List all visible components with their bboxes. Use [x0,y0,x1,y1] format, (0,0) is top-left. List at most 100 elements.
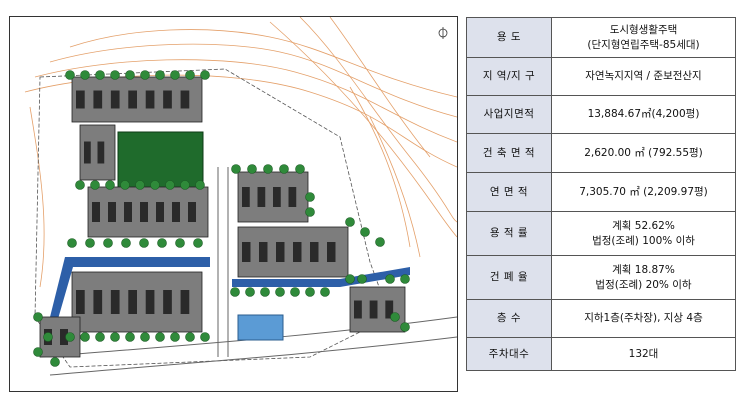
building-core [354,300,362,319]
spec-value: 132대 [551,337,736,371]
sports-field [117,131,204,193]
tree [110,70,120,80]
site-plan-svg [24,17,457,376]
tree [33,347,43,357]
tree [90,180,100,190]
tree [245,287,255,297]
tree [400,322,410,332]
building-core [242,187,250,207]
tree [157,238,167,248]
contour-line [349,86,411,248]
tree [180,180,190,190]
tree [385,274,395,284]
tree [125,332,135,342]
tree [295,164,305,174]
spec-row-parking: 주차대수 132대 [466,337,736,371]
spec-row-site-area: 사업지면적 13,884.67㎡(4,200평) [466,95,736,134]
spec-label: 주차대수 [466,337,552,371]
building-core [369,300,378,319]
tree [43,332,53,342]
building-core [76,90,85,109]
spec-row-floor-area-ratio: 용 적 률 계획 52.62% 법정(조례) 100% 이하 [466,211,736,256]
spec-value: 지하1층(주차장), 지상 4층 [551,299,736,338]
tree [65,332,75,342]
building-core [288,187,297,207]
tree [185,332,195,342]
swimming-pool [237,314,284,341]
road-edge [49,336,457,376]
tree [360,227,370,237]
spec-row-floors: 층 수 지하1층(주차장), 지상 4층 [466,299,736,338]
spec-label: 지 역/지 구 [466,57,552,96]
tree [279,164,289,174]
building-core [124,202,132,222]
spec-value: 7,305.70 ㎡ (2,209.97평) [551,172,736,212]
spec-value: 13,884.67㎡(4,200평) [551,95,736,134]
building-core [108,202,116,222]
spec-row-building-area: 건 축 면 적 2,620.00 ㎡ (792.55평) [466,133,736,173]
tree [95,332,105,342]
tree [170,332,180,342]
building-core [242,242,251,262]
contour-line [269,21,457,238]
spec-value: 계획 52.62% 법정(조례) 100% 이하 [551,211,736,256]
spec-label: 건 폐 율 [466,255,552,300]
building-core [273,187,281,207]
contour-line [369,116,421,258]
spec-row-gross-floor-area: 연 면 적 7,305.70 ㎡ (2,209.97평) [466,172,736,212]
tree [155,332,165,342]
spec-value: 2,620.00 ㎡ (792.55평) [551,133,736,173]
tree [345,274,355,284]
tree [139,238,149,248]
building-core [180,290,190,314]
tree [50,357,60,367]
tree [170,70,180,80]
building-core [140,202,148,222]
tree [110,332,120,342]
tree [80,70,90,80]
site-plan-drawing [9,16,458,392]
tree [125,70,135,80]
tree [320,287,330,297]
tree [85,238,95,248]
tree [33,312,43,322]
tree [375,237,385,247]
tree [121,238,131,248]
tree [231,164,241,174]
building-core [293,242,302,262]
tree [67,238,77,248]
tree [305,287,315,297]
contour-line [299,17,457,223]
tree [165,180,175,190]
building-core [163,290,172,314]
building-core [92,202,100,222]
tree [200,70,210,80]
building-core [156,202,164,222]
tree [95,70,105,80]
contour-line [329,17,431,158]
tree [345,217,355,227]
tree [263,164,273,174]
tree [80,332,90,342]
tree [305,192,315,202]
tree [103,238,113,248]
spec-label: 건 축 면 적 [466,133,552,173]
building-core [163,90,172,109]
contour-line [69,29,457,98]
tree [260,287,270,297]
tree [390,312,400,322]
building-core [257,187,266,207]
tree [230,287,240,297]
spec-label: 층 수 [466,299,552,338]
tree [247,164,257,174]
water-channel [65,257,210,267]
tree [400,274,410,284]
spec-value: 자연녹지지역 / 준보전산지 [551,57,736,96]
spec-row-zoning: 지 역/지 구 자연녹지지역 / 준보전산지 [466,57,736,96]
tree [357,274,367,284]
tree [290,287,300,297]
tree [75,180,85,190]
tree [185,70,195,80]
tree [200,332,210,342]
building-core [145,290,155,314]
